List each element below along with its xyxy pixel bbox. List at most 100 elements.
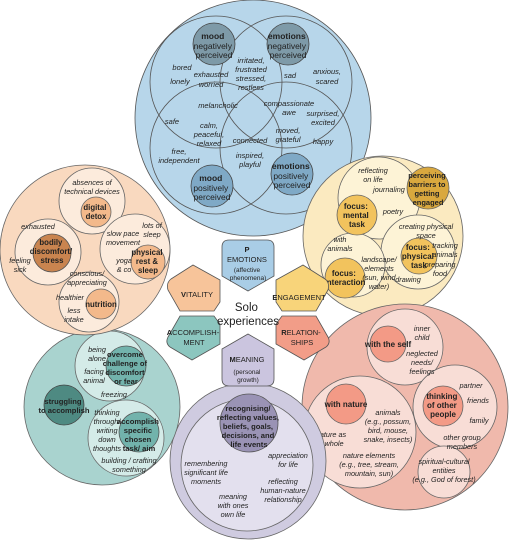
- journaling-label: journaling: [372, 185, 405, 194]
- bodily-l2: discomfort/: [30, 247, 73, 256]
- nutrition-title: nutrition: [85, 300, 117, 309]
- calm-label: calm,peaceful,relaxed: [193, 121, 224, 148]
- svg-text:overcome challenge of: overcome challenge of discomfort or fear: [103, 350, 149, 386]
- thinking-other-l1: thinking: [426, 392, 457, 401]
- recognising-l4: decisions, and: [222, 431, 275, 440]
- drawing-label: drawing: [395, 275, 421, 284]
- emotions-petal: [221, 239, 275, 292]
- mood-pos-title: mood: [199, 173, 222, 183]
- mood-pos-line3: perceived: [194, 192, 231, 202]
- digital-detox-node: [80, 196, 112, 228]
- barriers-l1: perceiving: [408, 171, 446, 180]
- relationships-petal: [275, 315, 330, 361]
- emotions-negative-node: [266, 22, 310, 66]
- barriers-l3: getting: [414, 189, 439, 198]
- emotions-positive-circle: [219, 81, 353, 215]
- svg-text:accomplish specific: accomplish specific chosen task/ aim: [117, 417, 161, 453]
- overcome-l3: discomfort: [105, 368, 145, 377]
- mood-positive-circle: [149, 81, 283, 215]
- svg-text:focus: interaction: focus: interaction: [325, 269, 366, 287]
- partner-label: partner: [458, 381, 483, 390]
- accomplish-l2: specific: [124, 426, 152, 435]
- inspired-label: inspired,playful: [236, 151, 264, 169]
- surprised-label: surprised,excited: [307, 109, 340, 127]
- emotions-petal-letter: P: [244, 245, 249, 254]
- moved-label: moved,grateful: [275, 126, 300, 144]
- svg-text:Solo experiences: Solo experiences: [217, 302, 279, 328]
- connected-label: connected: [233, 136, 268, 145]
- friends-label: friends: [467, 396, 489, 405]
- emo-neg-line2: negatively: [268, 41, 307, 51]
- happy-label: happy: [313, 137, 335, 146]
- vitality-petal-label: VITALITY: [181, 290, 213, 299]
- struggling-l1: struggling: [44, 397, 81, 406]
- free-label: free,independent: [158, 147, 200, 165]
- engagement-cluster: focus: mental task perceiving barriers t…: [302, 155, 464, 317]
- barriers-l4: engaged: [413, 198, 444, 207]
- svg-text:bodily discomfort/: bodily discomfort/ stress: [30, 238, 75, 265]
- svg-text:perceiving barriers to: perceiving barriers to getting engaged: [408, 171, 448, 207]
- digital-detox-l1: digital: [83, 203, 106, 212]
- emotions-petal-sub2: phenomena): [230, 275, 267, 282]
- meaning-petal: [221, 333, 275, 387]
- emotions-positive-node: [270, 152, 314, 196]
- with-nature-node: [325, 383, 367, 425]
- anxious-label: anxious,scared: [313, 67, 341, 86]
- barriers-l2: barriers to: [408, 180, 446, 189]
- engagement-petal-label: ENGAGEMENT: [272, 293, 326, 302]
- center-title-line1: Solo: [235, 302, 258, 314]
- with-self-node: [369, 325, 407, 363]
- emo-pos-line3: perceived: [274, 180, 311, 190]
- emotions-petal-word: EMOTIONS: [227, 255, 267, 264]
- animals-label: animals(e.g., possum,bird, mouse,snake, …: [364, 408, 413, 444]
- mood-neg-line3: perceived: [196, 50, 233, 60]
- accomplishment-petal: [166, 315, 221, 361]
- svg-text:MEANING (personal: MEANING (personal growth): [229, 355, 266, 384]
- svg-text:mood positively pe: mood positively perceived: [193, 173, 230, 202]
- central-petals: P EMOTIONS (affective phenomena) ENGAGEM…: [166, 239, 330, 387]
- mood-neg-line2: negatively: [194, 41, 233, 51]
- recognising-l1: recognising/: [225, 404, 271, 413]
- bodily-node: [32, 233, 72, 273]
- vitality-cluster: digital detox bodily discomfort/ stress …: [0, 164, 171, 336]
- overcome-l1: overcome: [107, 350, 143, 359]
- mood-pos-line2: positively: [193, 183, 229, 193]
- with-nature-title: with nature: [324, 400, 368, 409]
- vitality-petal: [167, 264, 221, 312]
- relationships-petal-l1: RELATION-: [281, 328, 321, 337]
- accomplish-task-node: [118, 411, 160, 453]
- freezing-label: freezing: [101, 390, 127, 399]
- svg-text:emotions negatively: emotions negatively perceived: [268, 31, 309, 60]
- mood-positive-node: [190, 164, 234, 208]
- focus-interaction-node: [324, 257, 366, 299]
- physical-rest-l1: physical: [131, 248, 162, 257]
- mood-neg-title: mood: [201, 31, 224, 41]
- svg-text:P EMOTIONS (affect: P EMOTIONS (affective phenomena): [227, 245, 269, 282]
- overcome-l2: challenge of: [103, 359, 148, 368]
- svg-text:RELATION- SHIPS: RELATION- SHIPS: [281, 328, 323, 347]
- healthier-label: healthier: [56, 293, 85, 302]
- yoga-label: yoga& co: [115, 256, 132, 274]
- accomplishment-petal-l1: ACCOMPLISH-: [167, 328, 220, 337]
- bodily-l3: stress: [41, 256, 65, 265]
- svg-text:thinking of other: thinking of other people: [426, 392, 459, 419]
